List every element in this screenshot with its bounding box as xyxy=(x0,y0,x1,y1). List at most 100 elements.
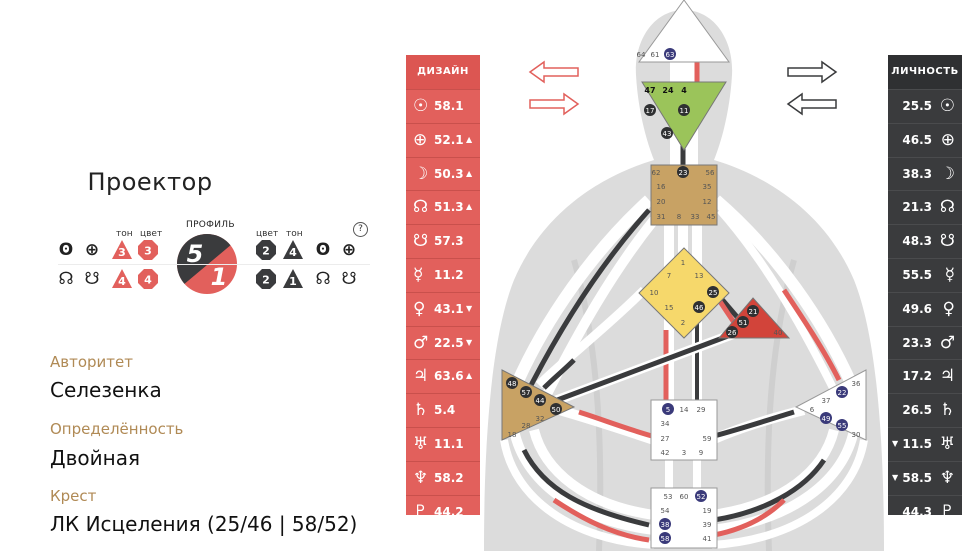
gate-marker[interactable] xyxy=(747,305,759,317)
gate-number[interactable]: 36 xyxy=(852,380,861,388)
personality-row[interactable]: ♅11.5▼ xyxy=(888,426,962,461)
gate-number[interactable]: 33 xyxy=(691,213,700,221)
gate-marker[interactable] xyxy=(661,127,673,139)
gate-number[interactable]: 56 xyxy=(706,169,715,177)
gate-marker[interactable] xyxy=(836,386,848,398)
gate-number[interactable]: 29 xyxy=(697,406,706,414)
gate-number[interactable]: 61 xyxy=(651,51,660,59)
gate-number[interactable]: 31 xyxy=(657,213,666,221)
gate-number[interactable]: 28 xyxy=(522,422,531,430)
personality-row[interactable]: ☽38.3 xyxy=(888,156,962,191)
personality-row[interactable]: ♇44.3 xyxy=(888,494,962,529)
gate-number[interactable]: 21 xyxy=(749,308,758,316)
gate-marker[interactable] xyxy=(659,532,671,544)
gate-marker[interactable] xyxy=(707,286,719,298)
gate-number[interactable]: 47 xyxy=(644,86,655,95)
gate-number[interactable]: 12 xyxy=(703,198,712,206)
gate-marker[interactable] xyxy=(659,518,671,530)
personality-row[interactable]: ⊕46.5 xyxy=(888,122,962,157)
design-row[interactable]: ☿11.2 xyxy=(406,257,480,292)
gate-number[interactable]: 48 xyxy=(508,380,517,388)
gate-number[interactable]: 26 xyxy=(728,329,737,337)
personality-row[interactable]: ♄26.5 xyxy=(888,393,962,427)
gate-number[interactable]: 41 xyxy=(703,535,712,543)
gate-number[interactable]: 58 xyxy=(661,535,670,543)
gate-number[interactable]: 17 xyxy=(646,107,655,115)
gate-number[interactable]: 22 xyxy=(838,389,847,397)
gate-marker[interactable] xyxy=(677,166,689,178)
gate-marker[interactable] xyxy=(662,403,674,415)
personality-row[interactable]: ☊21.3 xyxy=(888,190,962,224)
gate-number[interactable]: 10 xyxy=(650,289,659,297)
gate-marker[interactable] xyxy=(644,104,656,116)
gate-marker[interactable] xyxy=(534,394,546,406)
gate-marker[interactable] xyxy=(726,326,738,338)
gate-number[interactable]: 6 xyxy=(810,406,815,414)
gate-number[interactable]: 34 xyxy=(661,420,670,428)
personality-row[interactable]: ♂23.3 xyxy=(888,325,962,360)
gate-marker[interactable] xyxy=(664,48,676,60)
design-row[interactable]: ♅11.1 xyxy=(406,426,480,461)
design-row[interactable]: ♂22.5▼ xyxy=(406,325,480,360)
gate-number[interactable]: 32 xyxy=(536,415,545,423)
gate-number[interactable]: 15 xyxy=(665,304,674,312)
gate-marker[interactable] xyxy=(820,412,832,424)
gate-marker[interactable] xyxy=(737,316,749,328)
gate-number[interactable]: 16 xyxy=(657,183,666,191)
gate-number[interactable]: 5 xyxy=(666,406,670,414)
design-row[interactable]: ☋57.3 xyxy=(406,224,480,258)
personality-row[interactable]: ☋48.3 xyxy=(888,224,962,258)
gate-number[interactable]: 11 xyxy=(680,107,689,115)
personality-row[interactable]: ♃17.2 xyxy=(888,359,962,393)
design-row[interactable]: ♆58.2 xyxy=(406,460,480,495)
gate-number[interactable]: 55 xyxy=(838,422,847,430)
personality-row[interactable]: ☉25.5 xyxy=(888,89,962,123)
design-row[interactable]: ♀43.1▼ xyxy=(406,291,480,326)
design-row[interactable]: ☊51.3▲ xyxy=(406,190,480,224)
gate-number[interactable]: 14 xyxy=(680,406,689,414)
personality-row[interactable]: ♆58.5▼ xyxy=(888,460,962,495)
gate-number[interactable]: 39 xyxy=(703,521,712,529)
gate-number[interactable]: 46 xyxy=(695,304,704,312)
gate-number[interactable]: 63 xyxy=(666,51,675,59)
gate-number[interactable]: 23 xyxy=(679,169,688,177)
help-icon[interactable]: ? xyxy=(353,222,368,237)
gate-number[interactable]: 43 xyxy=(663,130,672,138)
gate-number[interactable]: 9 xyxy=(699,449,703,457)
gate-number[interactable]: 4 xyxy=(681,86,687,95)
personality-row[interactable]: ♀49.6 xyxy=(888,291,962,326)
gate-number[interactable]: 1 xyxy=(681,259,685,267)
design-row[interactable]: ☽50.3▲ xyxy=(406,156,480,191)
gate-number[interactable]: 25 xyxy=(709,289,718,297)
gate-number[interactable]: 49 xyxy=(822,415,831,423)
gate-marker[interactable] xyxy=(520,386,532,398)
gate-marker[interactable] xyxy=(695,490,707,502)
design-row[interactable]: ⊕52.1▲ xyxy=(406,122,480,157)
gate-number[interactable]: 60 xyxy=(680,493,689,501)
gate-number[interactable]: 20 xyxy=(657,198,666,206)
gate-number[interactable]: 54 xyxy=(661,507,670,515)
gate-number[interactable]: 30 xyxy=(852,431,861,439)
gate-number[interactable]: 44 xyxy=(536,397,545,405)
gate-number[interactable]: 13 xyxy=(695,272,704,280)
gate-number[interactable]: 7 xyxy=(667,272,671,280)
gate-marker[interactable] xyxy=(506,377,518,389)
gate-number[interactable]: 27 xyxy=(661,435,670,443)
gate-number[interactable]: 18 xyxy=(508,431,517,439)
gate-number[interactable]: 2 xyxy=(681,319,685,327)
gate-marker[interactable] xyxy=(550,403,562,415)
gate-number[interactable]: 62 xyxy=(652,169,661,177)
gate-number[interactable]: 40 xyxy=(774,329,783,337)
design-row[interactable]: ♄5.4 xyxy=(406,393,480,427)
gate-number[interactable]: 64 xyxy=(637,51,646,59)
gate-number[interactable]: 37 xyxy=(822,397,831,405)
personality-row[interactable]: ☿55.5 xyxy=(888,257,962,292)
gate-number[interactable]: 38 xyxy=(661,521,670,529)
gate-number[interactable]: 51 xyxy=(739,319,748,327)
gate-number[interactable]: 45 xyxy=(707,213,716,221)
gate-number[interactable]: 42 xyxy=(661,449,670,457)
design-row[interactable]: ♃63.6▲ xyxy=(406,359,480,393)
gate-marker[interactable] xyxy=(678,104,690,116)
design-row[interactable]: ☉58.1 xyxy=(406,89,480,123)
gate-number[interactable]: 50 xyxy=(552,406,561,414)
